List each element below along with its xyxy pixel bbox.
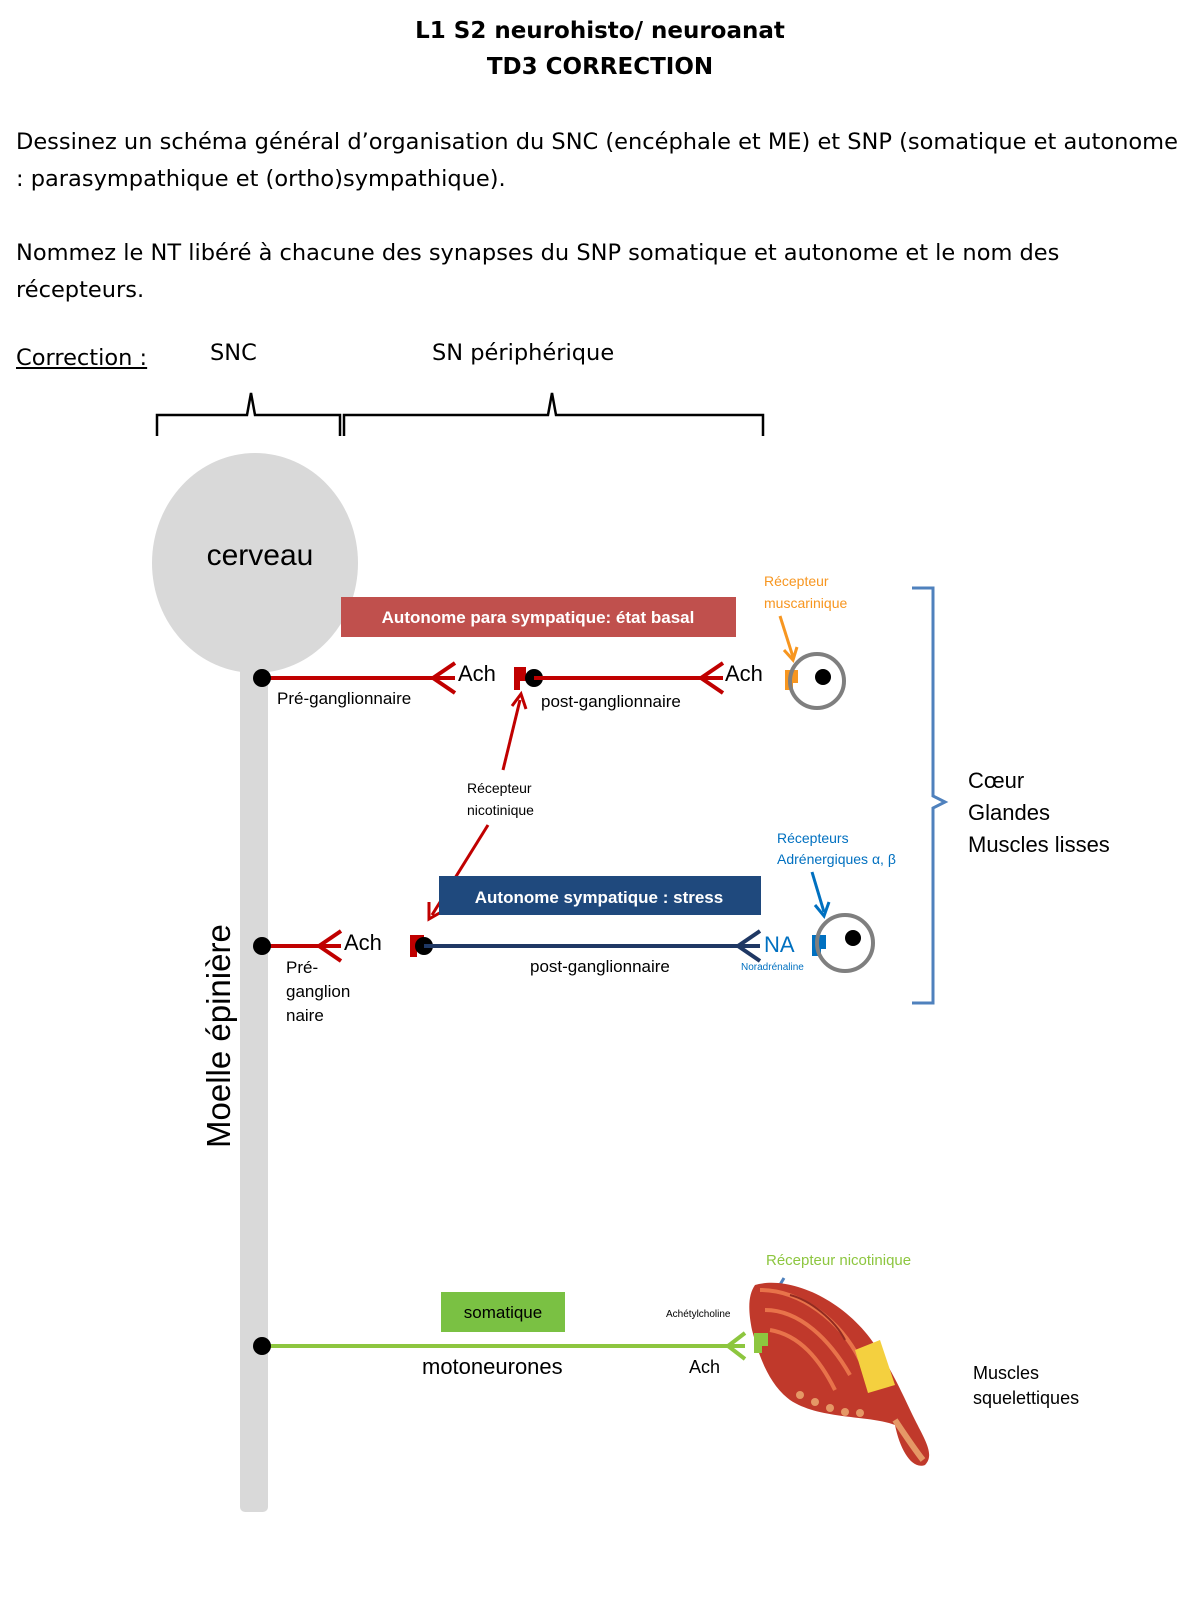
skeletal-muscle-label-2: squelettiques [973, 1388, 1079, 1408]
para-ganglion-receptor [514, 667, 526, 690]
para-post-terminal [697, 661, 725, 695]
para-target-nucleus [815, 669, 831, 685]
para-post-label: post-ganglionnaire [541, 692, 681, 711]
sympathetic-title-box [439, 876, 761, 915]
skeletal-muscle-illustration [749, 1282, 930, 1466]
nicotinic-arrow-up-head [510, 690, 528, 710]
snp-header: SN périphérique [432, 340, 615, 366]
muscarinic-receptor-label-1: Récepteur [764, 573, 829, 589]
symp-pre-label-1: Pré- [286, 958, 318, 977]
brain [152, 453, 358, 673]
adrenergic-arrowhead [813, 901, 831, 920]
symp-ach: Ach [344, 930, 382, 955]
para-pre-soma [253, 669, 271, 687]
correction-label: Correction : [16, 345, 148, 371]
nicotinic-receptor-label-2: nicotinique [467, 802, 534, 818]
spinal-cord [240, 600, 268, 1512]
spinal-cord-label: Moelle épinière [200, 924, 237, 1148]
parasympathetic-title: Autonome para sympatique: état basal [382, 608, 695, 627]
document-title: L1 S2 neurohisto/ neuroanat [415, 18, 785, 44]
parasympathetic-title-box [341, 597, 736, 637]
motoneuron-terminal [724, 1331, 747, 1361]
muscarinic-receptor-label-2: muscarinique [764, 595, 847, 611]
somatic-title: somatique [464, 1303, 542, 1322]
symp-post-terminal [734, 929, 762, 963]
symp-post-label: post-ganglionnaire [530, 957, 670, 976]
noradrenaline-label: Noradrénaline [741, 962, 804, 973]
question-1: Dessinez un schéma général d’organisatio… [16, 129, 1178, 192]
snp-brace [342, 392, 765, 436]
target-glands: Glandes [968, 800, 1050, 825]
para-pre-terminal [429, 661, 457, 695]
symp-target-nucleus [845, 930, 861, 946]
motoneuron-soma [253, 1337, 271, 1355]
nicotinic-arrow-up [501, 699, 522, 771]
brain-label: cerveau [207, 539, 314, 572]
muscarinic-arrowhead [782, 646, 799, 663]
para-ach-1: Ach [458, 661, 496, 686]
muscarinic-arrow [778, 615, 795, 658]
document-subtitle: TD3 CORRECTION [486, 54, 714, 80]
nicotinic-receptor-label-1: Récepteur [467, 780, 532, 796]
motoneurons-label: motoneurones [422, 1354, 563, 1379]
skeletal-muscle-label-1: Muscles [973, 1363, 1039, 1383]
snc-brace [155, 392, 342, 436]
soma-nicotinic-receptor [754, 1333, 768, 1353]
symp-pre-soma [253, 937, 271, 955]
na-label: NA [764, 932, 795, 957]
soma-ach: Ach [689, 1357, 720, 1377]
para-ach-2: Ach [725, 661, 763, 686]
sympathetic-title: Autonome sympatique : stress [475, 888, 723, 907]
para-pre-label: Pré-ganglionnaire [277, 689, 411, 708]
snc-header: SNC [210, 340, 257, 366]
symp-target-cell [815, 913, 875, 973]
symp-pre-terminal [315, 929, 343, 963]
para-target-cell [788, 652, 846, 710]
symp-pre-label-3: naire [286, 1006, 324, 1025]
question-2: Nommez le NT libéré à chacune des synaps… [16, 240, 1060, 303]
symp-pre-label-2: ganglion [286, 982, 350, 1001]
adrenergic-arrow [810, 871, 826, 913]
acetylcholine-label: Achétylcholine [666, 1309, 731, 1320]
adrenergic-receptor-label-1: Récepteurs [777, 830, 849, 846]
soma-receptor-label: Récepteur nicotinique [766, 1252, 911, 1269]
nicotinic-arrow-down-head [427, 902, 444, 922]
somatic-title-box [441, 1292, 565, 1332]
target-smooth-muscles: Muscles lisses [968, 832, 1110, 857]
target-heart: Cœur [968, 768, 1024, 793]
targets-bracket [912, 586, 949, 1005]
adrenergic-receptor-label-2: Adrénergiques α, β [777, 851, 896, 867]
